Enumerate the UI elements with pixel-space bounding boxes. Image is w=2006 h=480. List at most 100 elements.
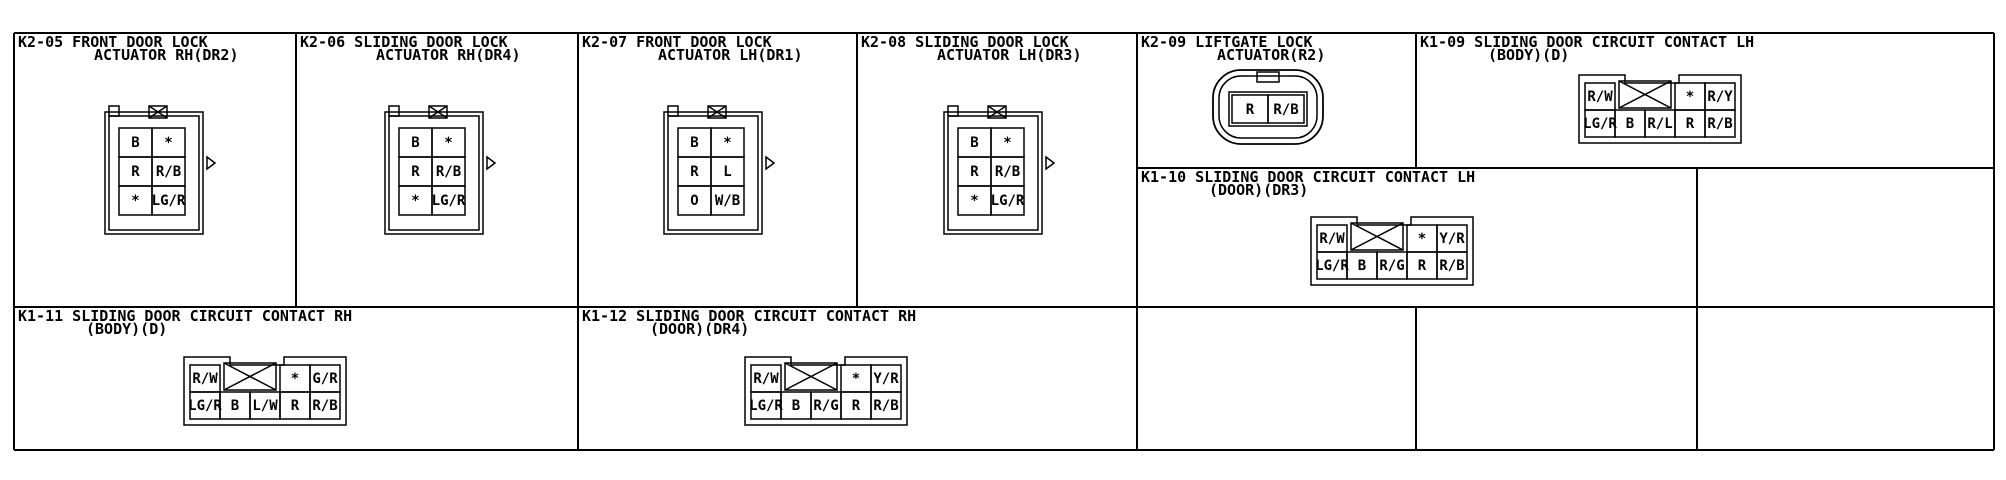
pin-label: * (131, 193, 139, 209)
pin-label: B (792, 398, 800, 414)
pin-cell (1704, 109, 1736, 138)
connector-subtitle: ACTUATOR RH(DR2) (94, 46, 239, 64)
blank-pin-marker (428, 105, 448, 119)
latch-tab (1256, 71, 1280, 83)
blank-pin-cross (987, 105, 1007, 119)
pin-cell (1436, 251, 1468, 280)
connector-housing (1310, 216, 1474, 286)
pin-label: LG/R (1315, 258, 1349, 274)
blank-pin-marker (223, 362, 277, 391)
pin-label: LG/R (152, 193, 186, 209)
pin-label: R/L (1647, 116, 1672, 132)
connector-title: K2-08 SLIDING DOOR LOCK (861, 33, 1069, 51)
pin-label: R/G (813, 398, 838, 414)
connector-housing (104, 111, 204, 235)
blank-pin-cross (148, 105, 168, 119)
connector-housing (943, 111, 1043, 235)
pin-label: R (852, 398, 861, 414)
blank-pin-marker (707, 105, 727, 119)
connector-subtitle: ACTUATOR(R2) (1217, 46, 1325, 64)
connector-k1-11: K1-11 SLIDING DOOR CIRCUIT CONTACT RH(BO… (18, 307, 352, 426)
connector-subtitle: (DOOR)(DR4) (650, 320, 749, 338)
connector-housing (183, 356, 347, 426)
connector-subtitle: ACTUATOR LH(DR3) (937, 46, 1082, 64)
pin-label: B (231, 398, 239, 414)
pin-frame (1228, 91, 1308, 127)
blank-pin-cross (707, 105, 727, 119)
view-arrow-icon (765, 155, 776, 171)
pin-label: * (291, 371, 299, 387)
pin-label: LG/R (432, 193, 466, 209)
connector-housing-inner (1218, 75, 1318, 139)
pin-label: * (164, 135, 172, 151)
pin-label: R (291, 398, 300, 414)
blank-pin-cross (428, 105, 448, 119)
connector-k1-09: K1-09 SLIDING DOOR CIRCUIT CONTACT LH(BO… (1420, 33, 1754, 144)
pin-label: B (1626, 116, 1634, 132)
pin-label: L/W (252, 398, 278, 414)
pin-label: * (1003, 135, 1011, 151)
cell-grid-lines (13, 32, 1995, 451)
pin-label: R (970, 164, 979, 180)
pin-label: R/B (436, 164, 461, 180)
blank-pin-marker (784, 362, 838, 391)
pin-label: R/B (312, 398, 337, 414)
pin-label: R/B (1439, 258, 1464, 274)
pin-label: R (131, 164, 140, 180)
blank-pin-cross (223, 362, 277, 391)
pin-label: R/B (995, 164, 1020, 180)
pin-label: LG/R (188, 398, 222, 414)
connector-housing (744, 356, 908, 426)
connector-housing-inner (667, 115, 759, 231)
connector-housing (384, 111, 484, 235)
pin-cell (1267, 94, 1305, 124)
pin-label: R/G (1379, 258, 1404, 274)
connector-subtitle: ACTUATOR LH(DR1) (658, 46, 803, 64)
connector-housing (1212, 69, 1324, 145)
blank-pin-marker (987, 105, 1007, 119)
connector-housing (663, 111, 763, 235)
pin-label: R (1686, 116, 1695, 132)
connector-subtitle: (BODY)(D) (86, 320, 167, 338)
latch-tab (108, 105, 120, 117)
pin-label: * (970, 193, 978, 209)
blank-pin-marker (148, 105, 168, 119)
blank-pin-cross (1618, 80, 1672, 109)
connector-title: K2-05 FRONT DOOR LOCK (18, 33, 208, 51)
pin-label: R/B (873, 398, 898, 414)
pin-label: R/Y (1707, 89, 1733, 105)
pin-label: B (690, 135, 698, 151)
pin-label: R/B (1273, 102, 1298, 118)
pin-label: * (723, 135, 731, 151)
connector-housing-inner (108, 115, 200, 231)
blank-pin-marker (1350, 222, 1404, 251)
pin-label: * (444, 135, 452, 151)
pin-cell (710, 185, 745, 216)
pin-label: R/W (1319, 231, 1345, 247)
blank-pin-cross (784, 362, 838, 391)
pin-label: G/R (312, 371, 338, 387)
view-arrow-icon (1045, 155, 1056, 171)
connector-title: K1-12 SLIDING DOOR CIRCUIT CONTACT RH (582, 307, 916, 325)
pin-label: B (1358, 258, 1366, 274)
pin-label: R/B (156, 164, 181, 180)
pin-label: * (1418, 231, 1426, 247)
pin-label: B (131, 135, 139, 151)
pin-cell (309, 391, 341, 420)
connector-title: K1-10 SLIDING DOOR CIRCUIT CONTACT LH (1141, 168, 1475, 186)
latch-tab (947, 105, 959, 117)
pin-label: LG/R (1583, 116, 1617, 132)
pin-label: Y/R (873, 371, 899, 387)
view-arrow-icon (206, 155, 217, 171)
connector-title: K2-07 FRONT DOOR LOCK (582, 33, 772, 51)
connector-title: K1-09 SLIDING DOOR CIRCUIT CONTACT LH (1420, 33, 1754, 51)
blank-pin-cross (1350, 222, 1404, 251)
connector-housing (1578, 74, 1742, 144)
pin-cell (990, 185, 1025, 216)
pin-cell (870, 391, 902, 420)
